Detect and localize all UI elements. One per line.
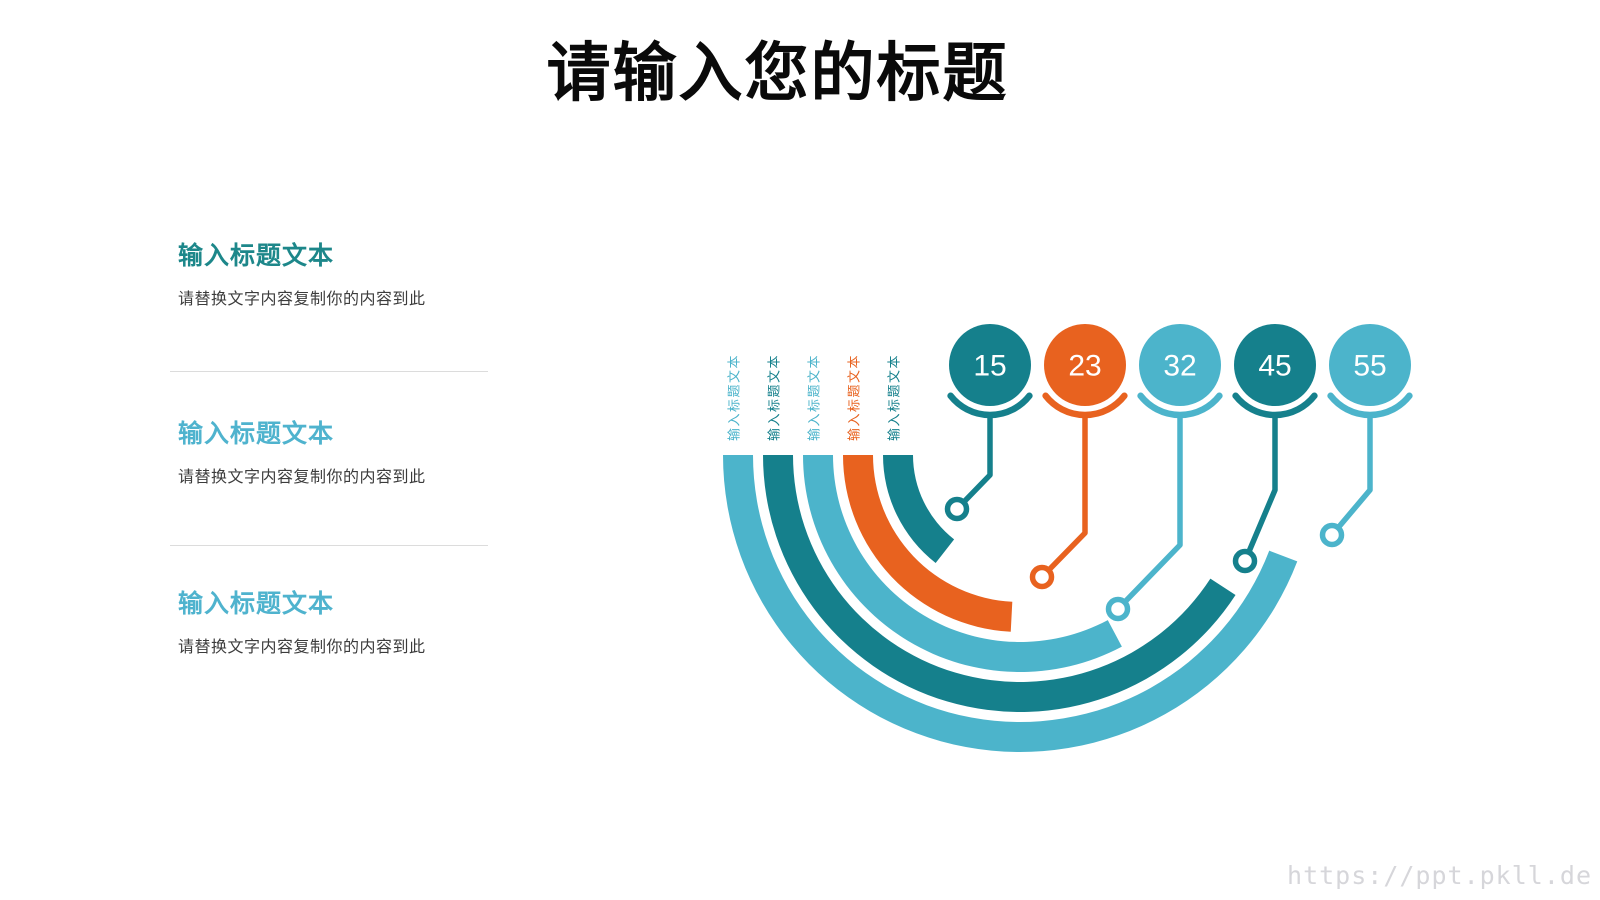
block-heading: 输入标题文本	[178, 590, 335, 618]
value-label: 23	[1068, 350, 1101, 383]
value-bubble	[949, 324, 1031, 406]
arc-segment	[763, 455, 1236, 713]
arc-label: 输入标题文本	[727, 354, 742, 441]
divider-line	[170, 371, 488, 372]
value-bubble	[1044, 324, 1126, 406]
value-label: 45	[1258, 350, 1291, 383]
connector-line	[955, 414, 993, 511]
block-heading: 输入标题文本	[178, 242, 335, 270]
arc-label: 输入标题文本	[887, 354, 902, 441]
arc-label: 输入标题文本	[807, 354, 822, 441]
bubble-cradle-arc	[1232, 392, 1318, 419]
block-heading: 输入标题文本	[178, 420, 335, 448]
bubble-cradle-arc	[1137, 392, 1223, 419]
arc-segment	[723, 455, 1298, 752]
arc-segment	[843, 455, 1013, 632]
value-bubble	[1139, 324, 1221, 406]
connector-ring	[1319, 522, 1345, 548]
connector-line	[1329, 414, 1373, 537]
bubble-cradle-arc	[1042, 392, 1128, 419]
value-bubble	[1329, 324, 1411, 406]
divider-line	[170, 545, 488, 546]
arc-label: 输入标题文本	[767, 354, 782, 441]
connector-ring	[944, 496, 970, 522]
bubble-cradle-arc	[947, 392, 1033, 419]
text-block-1: 输入标题文本 请替换文字内容复制你的内容到此	[178, 236, 490, 309]
arc-label: 输入标题文本	[847, 354, 862, 441]
arc-segment	[883, 455, 955, 563]
connector-ring	[1105, 596, 1131, 622]
connector-ring	[1232, 548, 1258, 574]
value-bubble	[1234, 324, 1316, 406]
bubble-cradle-arc	[1327, 392, 1413, 419]
connector-line	[1040, 414, 1088, 579]
value-label: 55	[1353, 350, 1386, 383]
watermark-url: https://ppt.pkll.de	[1287, 861, 1592, 890]
value-label: 32	[1163, 350, 1196, 383]
slide-title: 请输入您的标题	[546, 37, 1009, 109]
text-block-2: 输入标题文本 请替换文字内容复制你的内容到此	[178, 414, 490, 487]
block-body: 请替换文字内容复制你的内容到此	[178, 639, 426, 656]
connector-ring	[1029, 564, 1055, 590]
value-label: 15	[973, 350, 1006, 383]
block-body: 请替换文字内容复制你的内容到此	[178, 291, 426, 308]
text-block-3: 输入标题文本 请替换文字内容复制你的内容到此	[178, 584, 490, 657]
connector-line	[1116, 414, 1183, 611]
arc-segment	[803, 455, 1122, 672]
block-body: 请替换文字内容复制你的内容到此	[178, 469, 426, 486]
connector-line	[1242, 414, 1278, 563]
